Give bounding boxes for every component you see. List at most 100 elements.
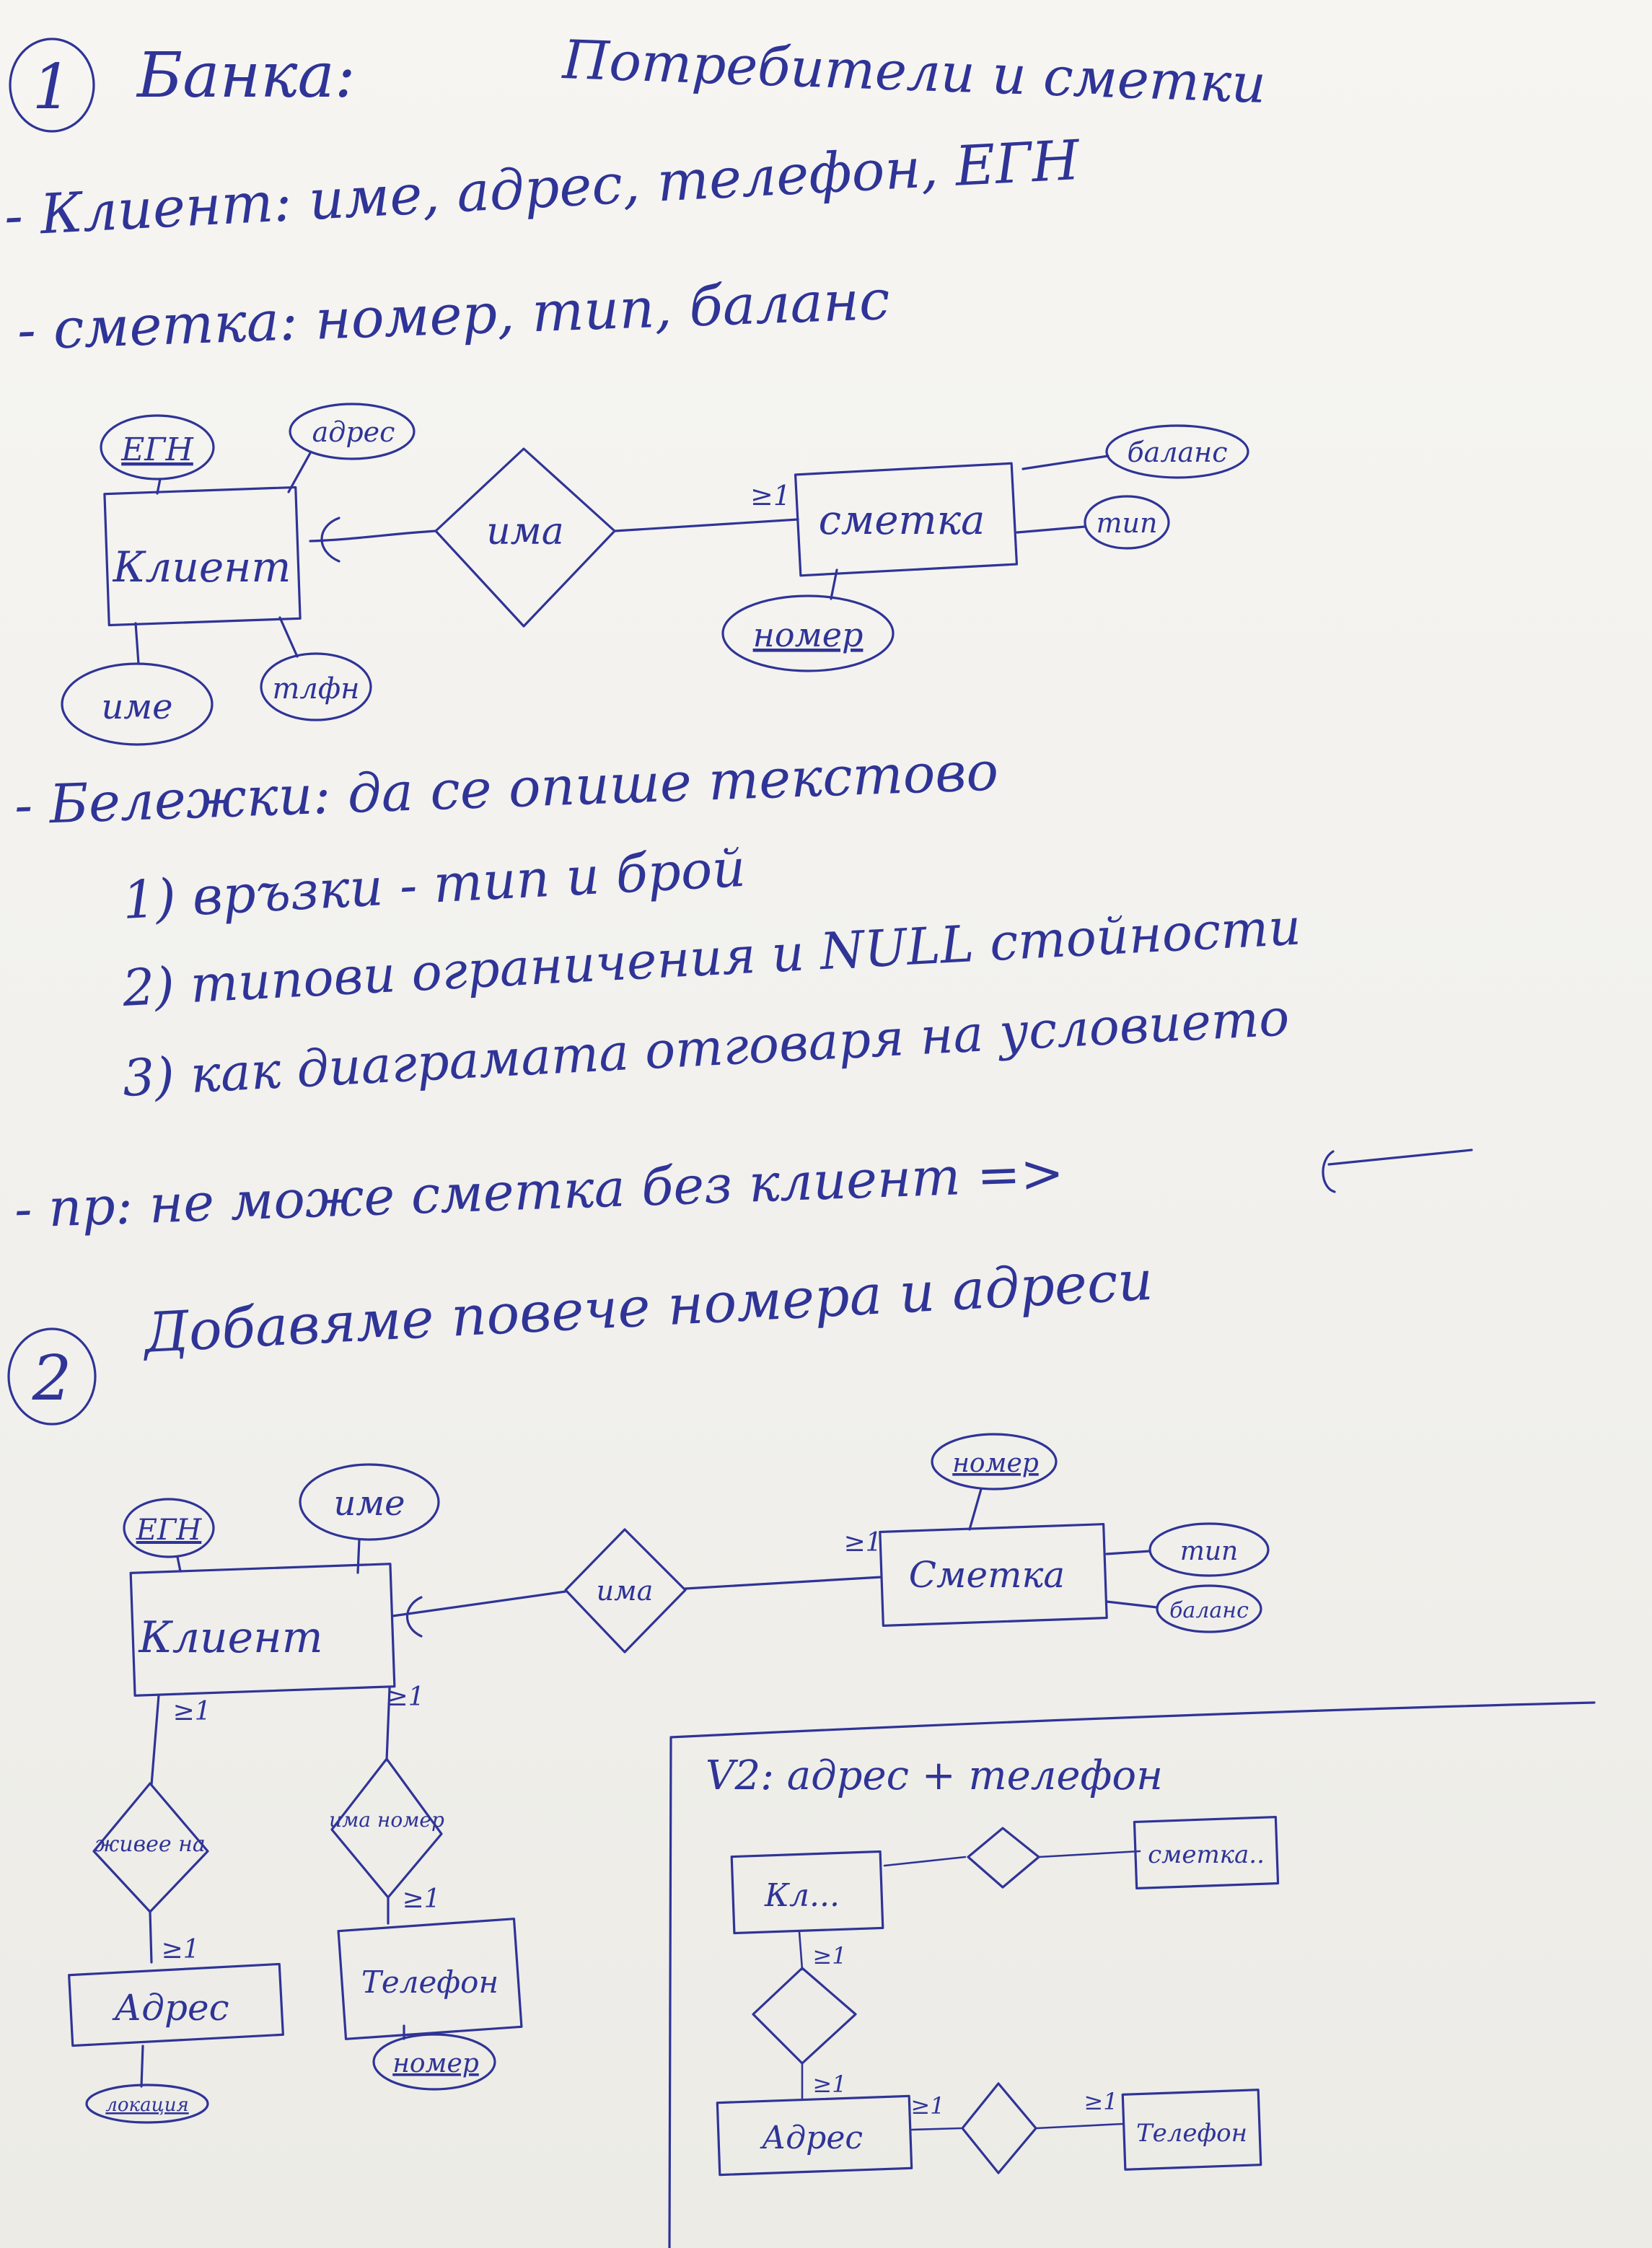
d2-relationship-has: има [564, 1528, 687, 1654]
v2-phone-diamond [961, 2082, 1037, 2174]
d1-type-link [1016, 525, 1086, 534]
d1-name-link [134, 622, 140, 665]
d2-name-link [356, 1538, 361, 1574]
d1-phone-link [278, 616, 299, 658]
d2-phonenumber-label: номер [392, 2049, 479, 2078]
d2-line-lives-address [149, 1910, 153, 1964]
d1-attr-phone: тлфн [260, 616, 372, 721]
d2-number-link [968, 1488, 983, 1531]
d2-location-label: локация [105, 2094, 188, 2116]
d2-address-label: Адрес [112, 1987, 229, 2029]
v2-address-right-cardinality: ≥1 [910, 2092, 944, 2120]
d2-has-label: има [597, 1575, 654, 1607]
arrow-shaft [1327, 1149, 1473, 1166]
v2-line-has-account [1037, 1850, 1141, 1858]
v2-phone-label: Телефон [1136, 2119, 1247, 2148]
d2-balance-label: баланс [1169, 1598, 1249, 1623]
d2-hasnumber-label: има номер [329, 1808, 444, 1832]
d1-has-diamond [434, 447, 616, 628]
diagram-2: Клиент има Сметка ≥1 номер [68, 1433, 1270, 2124]
v2-title: V2: адрес + телефон [706, 1752, 1163, 1799]
d2-lives-label: живее на [95, 1832, 206, 1857]
d2-attr-name: име [299, 1463, 440, 1574]
d2-attr-type: тип [1105, 1522, 1270, 1577]
d2-entity-account: Сметка ≥1 [843, 1523, 1108, 1627]
d2-relationship-has-number: има номер [329, 1757, 444, 1899]
v2-lives-diamond [752, 1967, 857, 2065]
section2-number: 2 [32, 1343, 72, 1415]
v2-entity-phone: Телефон [1121, 2089, 1262, 2171]
v2-client-cardinality: ≥1 [812, 1942, 846, 1970]
d1-attr-balance: баланс [1021, 424, 1249, 479]
v2-account-label: сметка.. [1148, 1840, 1265, 1869]
d2-balance-link [1105, 1600, 1159, 1609]
d1-phone-ellipse [260, 652, 372, 721]
section1-number-badge: 1 [9, 38, 95, 133]
v2-account-box [1133, 1816, 1280, 1889]
d2-entity-phone: Телефон [337, 1918, 523, 2040]
d2-relationship-lives: живее на [92, 1782, 209, 1913]
d1-attr-name: име [61, 622, 214, 746]
d2-line-client-hasnumber [385, 1687, 391, 1762]
d1-phone-label: тлфн [272, 672, 359, 706]
d2-account-box [879, 1523, 1108, 1627]
d2-has-diamond [564, 1528, 687, 1654]
d1-line-has-account [613, 518, 799, 532]
d2-phonenumber-ellipse [372, 2033, 496, 2091]
d2-attr-number: номер [931, 1433, 1058, 1531]
d1-number-link [830, 568, 838, 600]
d2-attr-egn: ЕГН [123, 1498, 215, 1573]
d2-attr-balance: баланс [1105, 1584, 1262, 1633]
v2-address-label: Адрес [760, 2120, 863, 2156]
d2-attr-phone-number: номер [372, 2024, 496, 2091]
d1-client-arrow-head [320, 517, 340, 563]
d2-client-card-left: ≥1 [172, 1697, 211, 1726]
v2-phone-cardinality: ≥1 [1084, 2088, 1117, 2115]
example-arrow [1322, 1149, 1473, 1193]
d2-name-ellipse [299, 1463, 440, 1541]
d1-account-cardinality: ≥1 [750, 480, 791, 511]
d2-account-cardinality: ≥1 [843, 1528, 882, 1558]
d1-address-ellipse [289, 403, 416, 460]
d1-client-box [103, 486, 302, 627]
v2-line-diamond-phone [1034, 2122, 1124, 2130]
v2-line-address-diamond [910, 2127, 962, 2131]
v2-entity-account: сметка.. [1133, 1816, 1280, 1889]
d2-client-label: Клиент [138, 1612, 322, 1663]
d1-entity-account: сметка ≥1 [750, 462, 1019, 577]
d2-egn-label: ЕГН [136, 1514, 203, 1547]
d1-has-label: има [486, 510, 564, 553]
d2-phone-cardinality: ≥1 [402, 1884, 440, 1914]
v2-has-diamond [967, 1827, 1040, 1889]
d2-client-box [129, 1563, 396, 1697]
v2-address-box [716, 2094, 913, 2177]
d2-client-card-right: ≥1 [386, 1682, 424, 1712]
d1-name-ellipse [61, 662, 214, 746]
section2-number-badge: 2 [7, 1327, 97, 1426]
d2-number-label: номер [952, 1449, 1039, 1478]
d1-account-label: сметка [819, 497, 985, 544]
d2-type-label: тип [1180, 1537, 1239, 1566]
d1-address-link [287, 452, 312, 493]
d1-balance-label: баланс [1127, 436, 1227, 468]
d2-egn-link [176, 1555, 182, 1573]
d2-attr-location: локация [85, 2045, 209, 2124]
d1-address-label: адрес [312, 416, 395, 448]
d1-attr-type: тип [1016, 495, 1170, 550]
d2-number-ellipse [931, 1433, 1058, 1490]
v2-panel: V2: адрес + телефон Кл... сметка.. ≥1 ≥1… [668, 1701, 1596, 2248]
v2-frame [668, 1701, 1596, 2248]
d1-client-label: Клиент [113, 543, 291, 592]
d2-location-ellipse [85, 2084, 209, 2124]
d2-type-link [1105, 1550, 1151, 1555]
d1-relationship-has: има [434, 447, 616, 628]
d2-phone-box [337, 1918, 523, 2040]
section1-title: Банка: [137, 40, 356, 112]
d2-type-ellipse [1148, 1522, 1270, 1577]
section1-number-circle [9, 38, 95, 133]
d2-account-label: Сметка [909, 1554, 1065, 1596]
d2-address-cardinality: ≥1 [161, 1935, 199, 1964]
d1-type-label: тип [1097, 507, 1158, 539]
